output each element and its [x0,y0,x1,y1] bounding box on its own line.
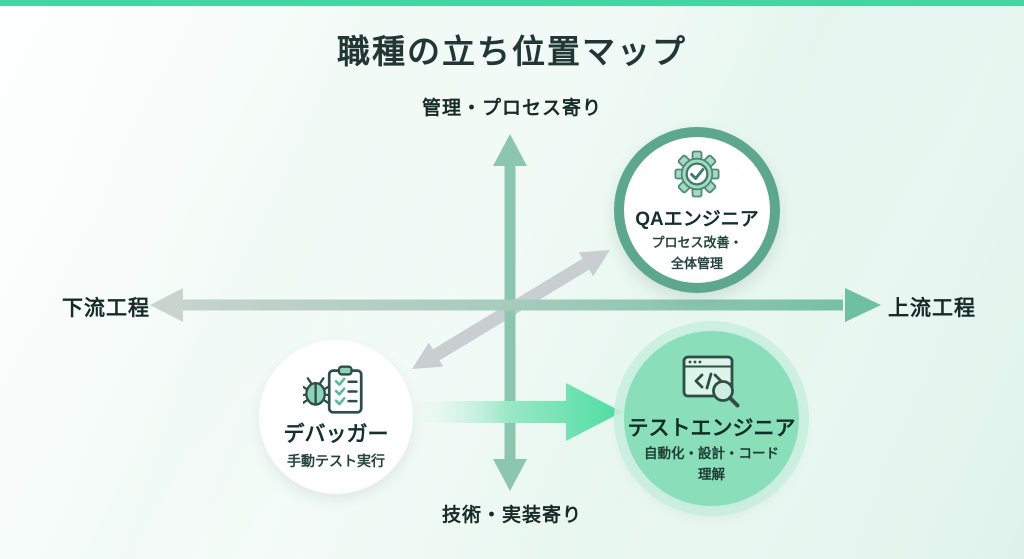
node-label: テストエンジニア [627,416,796,440]
node-sublabel-line2: 全体管理 [670,256,723,271]
axis-label-left: 下流工程 [62,297,150,320]
node-sublabel-line1: 自動化・設計・コード [644,445,779,461]
bug-checklist-icon [303,365,363,414]
node-qa-engineer: QAエンジニア プロセス改善・ 全体管理 [614,127,780,293]
node-test-engineer: テストエンジニア 自動化・設計・コード 理解 [624,331,799,506]
page-title: 職種の立ち位置マップ [337,33,687,70]
node-label: デバッガー [283,422,389,446]
node-debugger: デバッガー 手動テスト実行 [259,340,413,494]
axis-label-top: 管理・プロセス寄り [421,98,602,119]
node-sublabel-line1: プロセス改善・ [651,235,743,251]
horizontal-axis-arrow [150,288,881,322]
axis-label-bottom: 技術・実装寄り [441,505,582,526]
diagonal-double-arrow [412,250,610,369]
node-sublabel-line2: 理解 [698,466,725,482]
gear-check-icon [674,150,720,198]
code-window-search-icon [682,355,739,408]
axis-label-right: 上流工程 [888,297,976,320]
node-sublabel-line1: 手動テスト実行 [287,452,385,469]
top-accent-bar [0,0,1024,6]
green-growth-arrow [418,383,622,441]
vertical-axis-arrow [493,134,527,491]
node-label: QAエンジニア [635,209,759,231]
